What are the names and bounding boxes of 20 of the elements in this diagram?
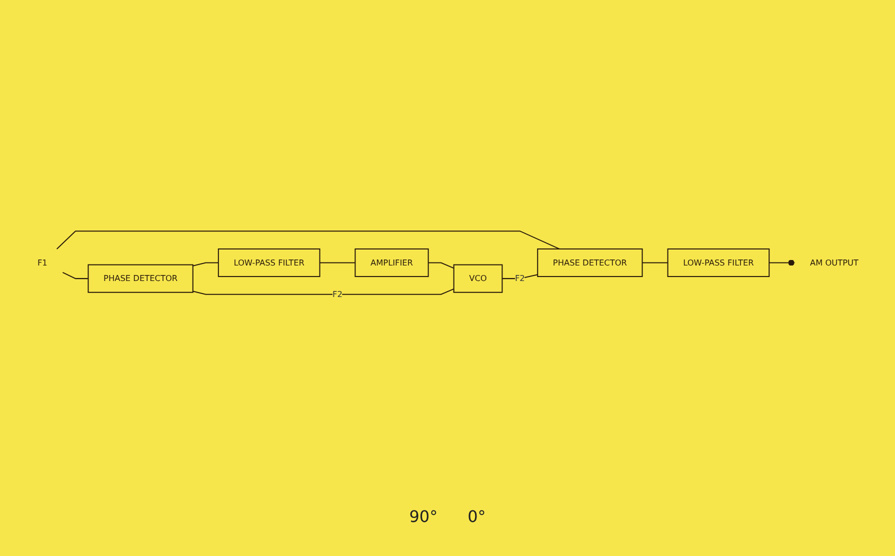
node-text: F1 (36, 257, 47, 268)
connector (428, 262, 454, 268)
node-box: AMPLIFIER (354, 248, 428, 277)
connector (192, 288, 454, 295)
connector (642, 262, 668, 263)
connector (56, 230, 560, 250)
connector (319, 262, 355, 263)
node-text: AM OUTPUT (809, 257, 858, 268)
edge-label: F2 (514, 273, 524, 283)
node-box: PHASE DETECTOR (536, 248, 642, 277)
connector (62, 272, 88, 279)
node-box: LOW-PASS FILTER (217, 248, 320, 277)
edge-label: F2 (332, 288, 342, 299)
connector (768, 259, 794, 266)
phase-label: 90° (409, 506, 438, 526)
node-box: PHASE DETECTOR (87, 264, 193, 293)
phase-label: 0° (468, 506, 486, 526)
node-box: LOW-PASS FILTER (666, 248, 770, 277)
node-box: VCO (452, 264, 502, 293)
connector (192, 262, 218, 266)
